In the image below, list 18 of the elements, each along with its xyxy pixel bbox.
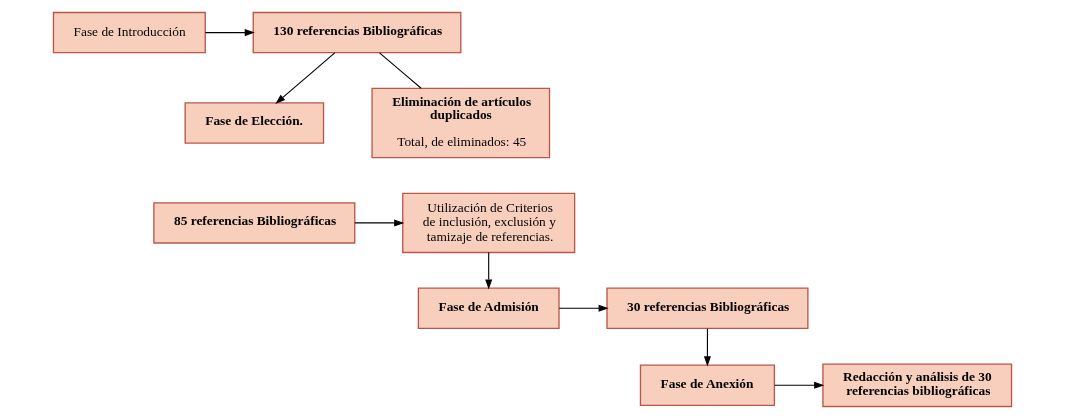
node-box: Redacción y análisis de 30 referencias bibliográficas — [822, 363, 1013, 408]
node-box: Fase de Elección. — [184, 102, 325, 144]
arrow — [558, 304, 609, 312]
arrow — [275, 52, 336, 104]
arrow — [485, 252, 493, 290]
arrow — [774, 381, 825, 389]
node-box: 130 referencias Bibliográficas — [252, 11, 462, 54]
connector — [378, 52, 422, 89]
arrow — [354, 219, 405, 227]
node-box: 30 referencias Bibliográficas — [606, 287, 809, 330]
node-box: Fase de Anexión — [639, 364, 776, 407]
node-box: 85 referencias Bibliográficas — [153, 202, 356, 244]
arrow — [703, 328, 711, 367]
node-box: Fase de Admisión — [417, 287, 560, 330]
node-box: Eliminación de artículos duplicados Total, de eliminados: 45 — [371, 87, 551, 159]
arrow — [204, 29, 255, 37]
node-box: Utilización de Criterios de inclusión, exclusión y tamizaje de referencias. — [402, 192, 576, 254]
node-box: Fase de Introducción — [52, 11, 206, 54]
